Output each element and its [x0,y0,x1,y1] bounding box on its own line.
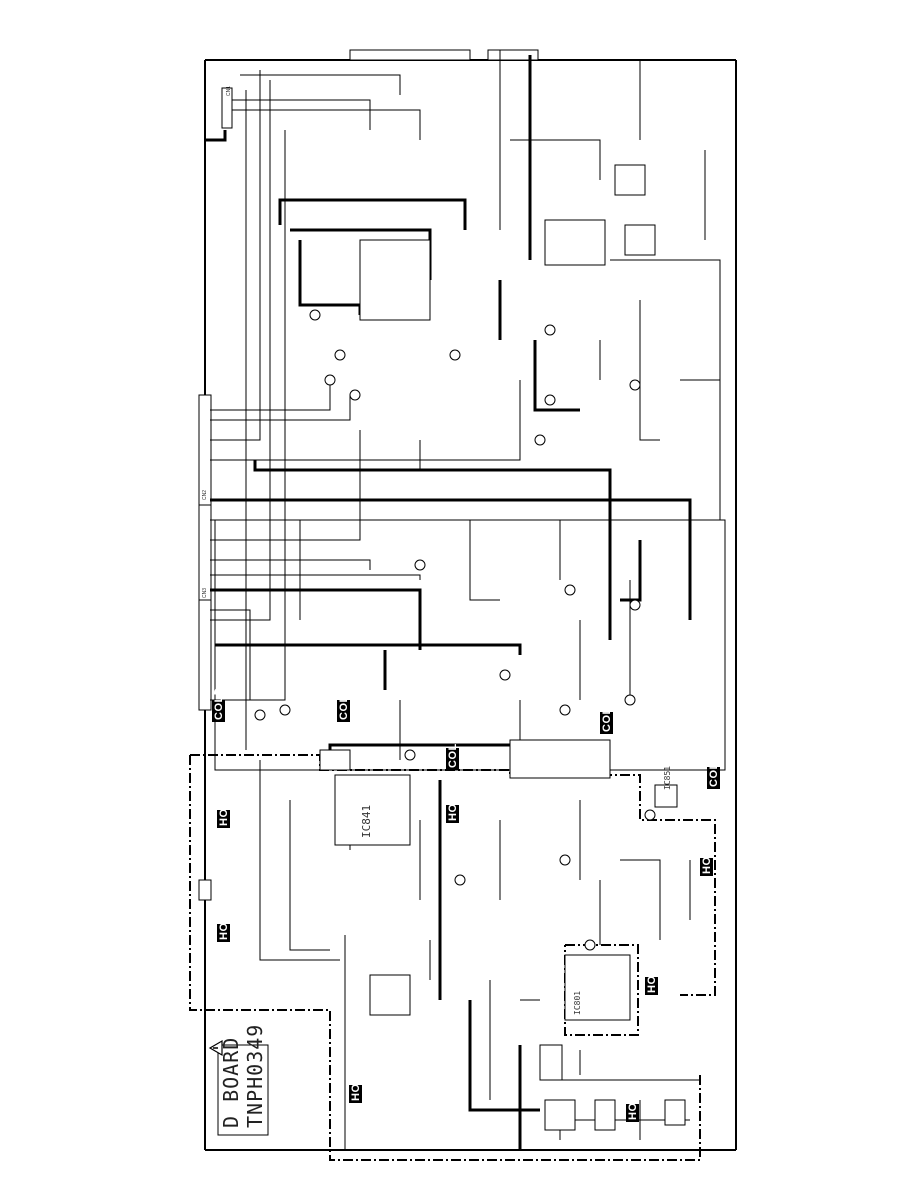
connector-strips [198,49,539,901]
svg-text:HOT: HOT [447,796,459,821]
cold-label-1: COLD [212,687,225,722]
svg-text:HOT: HOT [646,968,658,993]
cold-label-2: COLD [337,687,350,722]
svg-text:COLD: COLD [601,699,613,732]
svg-text:HOT: HOT [218,801,230,826]
ic-labels: IC841 IC801 IC851 [360,766,672,1015]
thin-wiring [210,50,721,1150]
components [319,164,686,1131]
svg-text:COLD: COLD [708,754,720,787]
connector-left-lower-label: CN3 [202,588,208,598]
hot-label-3: HOT [446,796,459,823]
connector-labels: CN1 CN2 CN3 [202,86,232,598]
svg-text:HOT: HOT [627,1095,639,1120]
ic841-label: IC841 [360,805,373,838]
cold-label-3: COLD [446,735,459,770]
board-title-line2: TNPH0349 [243,1024,267,1128]
svg-text:HOT: HOT [350,1076,362,1101]
hot-label-1: HOT [217,801,230,828]
svg-text:COLD: COLD [447,735,459,768]
board-title-line1: D BOARD [219,1037,243,1128]
ic851-label: IC851 [663,766,672,790]
zone-labels: COLD COLD COLD COLD COLD HOT HOT HOT [212,687,720,1122]
svg-text:COLD: COLD [213,687,225,720]
svg-text:HOT: HOT [218,915,230,940]
connector-left-upper-label: CN2 [202,490,208,500]
hot-label-4: HOT [700,849,713,876]
cold-label-5: COLD [707,754,720,789]
board-title-block: D BOARD TNPH0349 [208,1024,269,1136]
warning-triangle-icon [208,1039,223,1057]
hot-label-5: HOT [645,968,658,995]
cold-label-4: COLD [600,699,613,734]
svg-text:COLD: COLD [338,687,350,720]
thick-wiring [206,55,692,1150]
ic801-label: IC801 [573,991,582,1015]
connector-top-label: CN1 [226,86,232,96]
hot-label-7: HOT [626,1095,639,1122]
transistors [254,309,656,951]
hot-label-6: HOT [349,1076,362,1103]
svg-text:HOT: HOT [701,849,713,874]
hot-label-2: HOT [217,915,230,942]
